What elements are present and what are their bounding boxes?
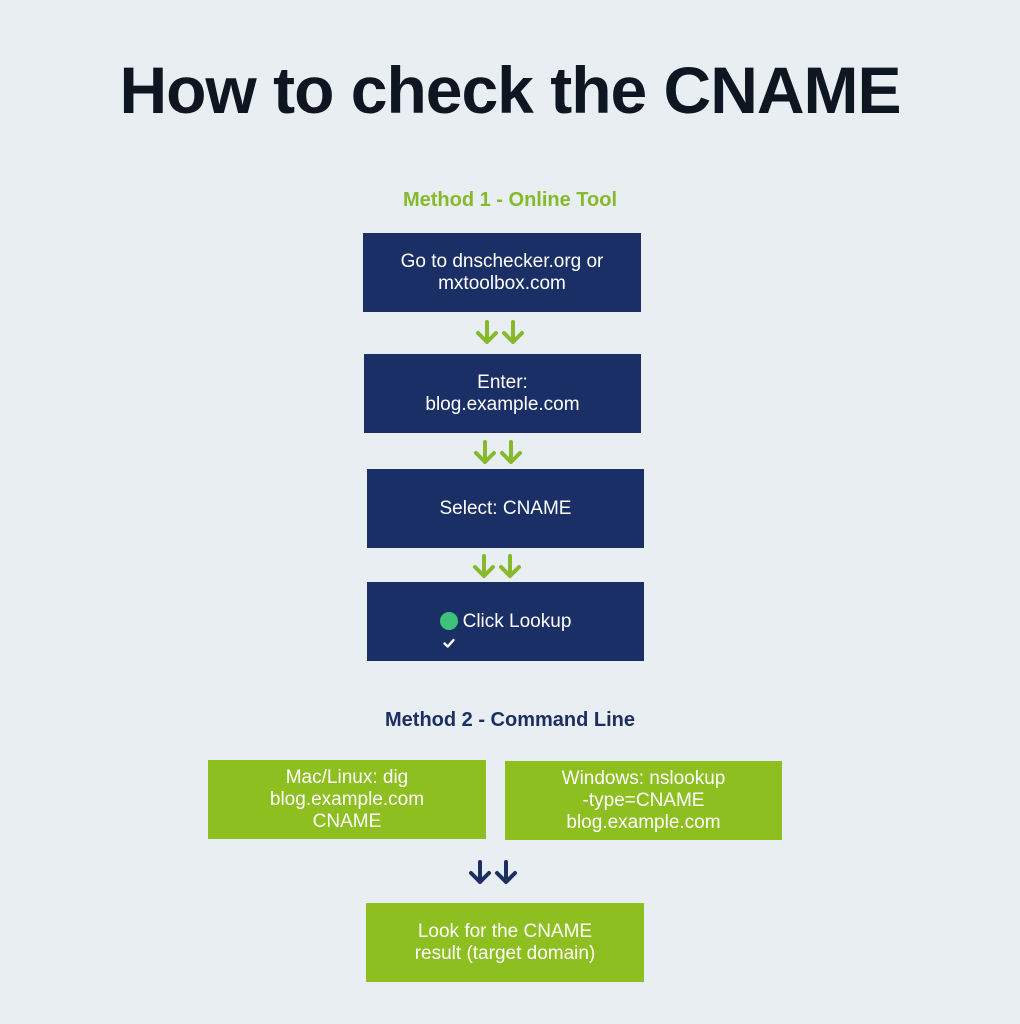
page-title: How to check the CNAME xyxy=(119,53,901,127)
step-select-cname: Select: CNAME xyxy=(367,469,644,548)
cname-result-step: Look for the CNAME result (target domain… xyxy=(366,903,644,982)
mac-linux-command: Mac/Linux: dig blog.example.com CNAME xyxy=(208,760,486,839)
double-down-arrow-icon xyxy=(472,554,522,580)
step-click-lookup: Click Lookup xyxy=(367,582,644,661)
step-enter-domain: Enter: blog.example.com xyxy=(364,354,641,433)
double-down-arrow-icon xyxy=(468,860,518,886)
check-circle-icon xyxy=(439,611,458,648)
step-click-lookup-label: Click Lookup xyxy=(462,610,572,632)
double-down-arrow-icon xyxy=(473,440,523,466)
double-down-arrow-icon xyxy=(475,320,525,346)
step-go-to-site: Go to dnschecker.org or mxtoolbox.com xyxy=(363,233,641,312)
method-2-heading: Method 2 - Command Line xyxy=(385,709,635,731)
windows-command: Windows: nslookup -type=CNAME blog.examp… xyxy=(505,761,782,840)
method-1-heading: Method 1 - Online Tool xyxy=(402,189,618,211)
